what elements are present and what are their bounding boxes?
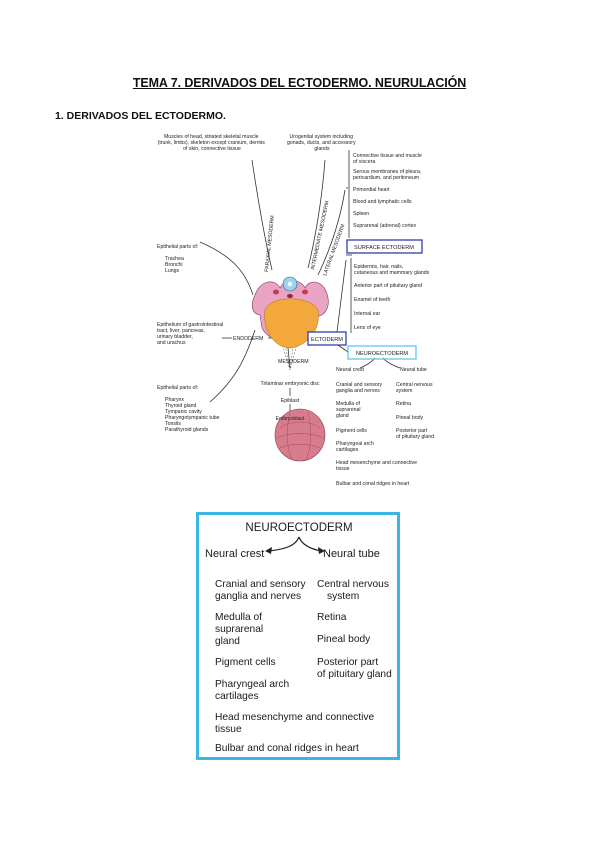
embryo-cross-section [251,276,329,349]
embryoblast-label: Embryoblast [276,416,305,422]
top-left-text: Muscles of head, striated skeletal muscl… [158,134,267,152]
neuroectoderm-box [347,345,417,360]
line-meso [287,347,291,369]
ectoderm-derivatives-diagram: PARAXIAL MESODERM INTERMEDIATE MESODERM … [157,134,434,487]
svg-text:Pigment cells: Pigment cells [215,657,276,668]
svg-text:Pharyngeal arch: Pharyngeal arch [215,679,289,690]
fig1-neural-tube: Neural tube [400,367,427,373]
lateral-mesoderm-label: LATERAL MESODERM [322,223,346,276]
line-paraxial [251,159,273,271]
top-center-text: Urogenital system including gonads, duct… [287,134,357,152]
lateral-list: Connective tissue and muscle of viscera … [353,153,423,229]
svg-text:Posterior part: Posterior part [317,657,378,668]
fig2-neural-crest: Neural crest [205,548,264,560]
fig1-neural-crest: Neural crest [336,367,365,373]
ectoderm-label: ECTODERM [311,337,343,343]
neuroectoderm-zoom-diagram: NEUROECTODERM Neural crest Neural tube C… [205,522,392,754]
fig1-crest-list: Cranial and sensory ganglia and nerves M… [336,382,418,487]
arrow-right-head [318,547,325,554]
fig2-bottom-items: Head mesenchyme and connective tissue Bu… [215,712,374,754]
fig1-tube-list: Central nervous system Retina Pineal bod… [396,382,434,440]
svg-text:system: system [327,591,359,602]
section-heading: 1. DERIVADOS DEL ECTODERMO. [55,110,226,122]
fig2-right-items: Central nervous system Retina Pineal bod… [317,579,392,680]
left-bottom-group: Epithelial parts of: Pharynx Thyroid gla… [157,385,221,433]
fig2-neural-tube: Neural tube [323,548,380,560]
neuroectoderm-box-figure: NEUROECTODERM Neural crest Neural tube C… [196,512,400,760]
ectoderm-box [307,331,347,346]
svg-text:Head mesenchyme and connective: Head mesenchyme and connective [215,712,374,723]
epiblast-label: Epiblast [281,398,300,404]
arrow-left-curve [268,536,300,552]
line-left-top [199,241,254,296]
svg-text:tissue: tissue [215,724,242,735]
svg-text:gland: gland [215,636,240,647]
line-lateral [317,189,346,276]
left-mid-group: Epithelium of gastrointestinal tract, li… [157,322,225,346]
svg-text:Medulla of: Medulla of [215,612,262,623]
surface-ectoderm-label: SURFACE ECTODERM [354,245,414,251]
neuroectoderm-label: NEUROECTODERM [356,351,408,357]
svg-text:Pineal body: Pineal body [317,634,371,645]
arrow-right-curve [298,536,322,552]
endoderm-label: ENDODERM [233,336,263,342]
svg-text:cartilages: cartilages [215,691,259,702]
fig2-title: NEUROECTODERM [245,522,352,534]
trilaminar-label: Trilaminar embryonic disc [261,381,320,387]
paraxial-mesoderm-label: PARAXIAL MESODERM [264,215,276,272]
line-intermediate [307,159,326,269]
svg-text:Central nervous: Central nervous [317,579,389,590]
svg-text:of pituitary gland: of pituitary gland [317,669,392,680]
svg-text:ganglia and nerves: ganglia and nerves [215,591,301,602]
surface-list: Epidermis, hair, nails, cutaneous and ma… [354,264,431,331]
svg-text:Bulbar and conal ridges in hea: Bulbar and conal ridges in heart [215,743,359,754]
surface-ectoderm-box [346,239,423,254]
mesoderm-label: MESODERM [278,359,309,365]
fig2-left-items: Cranial and sensory ganglia and nerves M… [215,579,307,702]
embryoblast-sphere [274,408,326,462]
svg-text:Retina: Retina [317,612,347,623]
svg-text:Cranial and sensory: Cranial and sensory [215,579,307,590]
left-top-group: Epithelial parts of: Trachea Bronchi Lun… [157,244,200,274]
page-title: TEMA 7. DERIVADOS DEL ECTODERMO. NEURULA… [132,76,467,90]
arrow-left-head [265,547,272,554]
line-ectoderm-up [335,259,347,341]
line-left-bottom [209,329,256,403]
svg-text:suprarenal: suprarenal [215,624,263,635]
